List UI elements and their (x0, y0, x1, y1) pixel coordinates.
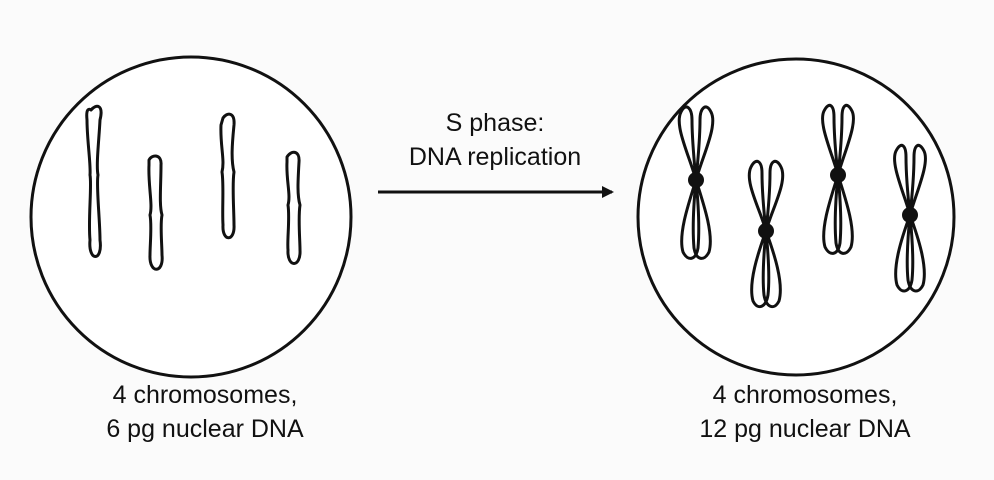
caption-after-line2: 12 pg nuclear DNA (699, 415, 911, 443)
chromosome-replicated-3 (821, 103, 855, 255)
cell-before-replication (29, 55, 353, 379)
centromere (830, 167, 846, 183)
caption-after: 4 chromosomes, 12 pg nuclear DNA (660, 378, 950, 446)
cell-membrane-before (29, 55, 353, 379)
chromosome-replicated-1 (677, 105, 715, 260)
cell-membrane-after (636, 57, 956, 377)
arrow-label: S phase: DNA replication (360, 106, 630, 174)
arrow-label-line1: S phase: (445, 109, 545, 137)
caption-before-line1: 4 chromosomes, (112, 381, 298, 409)
chromosome-replicated-2 (747, 159, 785, 309)
centromere (688, 172, 704, 188)
caption-before: 4 chromosomes, 6 pg nuclear DNA (60, 378, 350, 446)
chromosome-unreplicated-3 (219, 112, 236, 240)
chromosome-unreplicated-2 (147, 154, 164, 271)
caption-after-line1: 4 chromosomes, (712, 381, 898, 409)
chromosome-unreplicated-1 (85, 104, 103, 258)
chromosome-unreplicated-4 (285, 150, 302, 265)
arrow-label-line2: DNA replication (408, 143, 582, 171)
centromere (902, 207, 918, 223)
centromere (758, 223, 774, 239)
cell-after-replication (636, 57, 956, 377)
caption-before-line2: 6 pg nuclear DNA (106, 415, 304, 443)
chromosome-replicated-4 (893, 143, 927, 293)
